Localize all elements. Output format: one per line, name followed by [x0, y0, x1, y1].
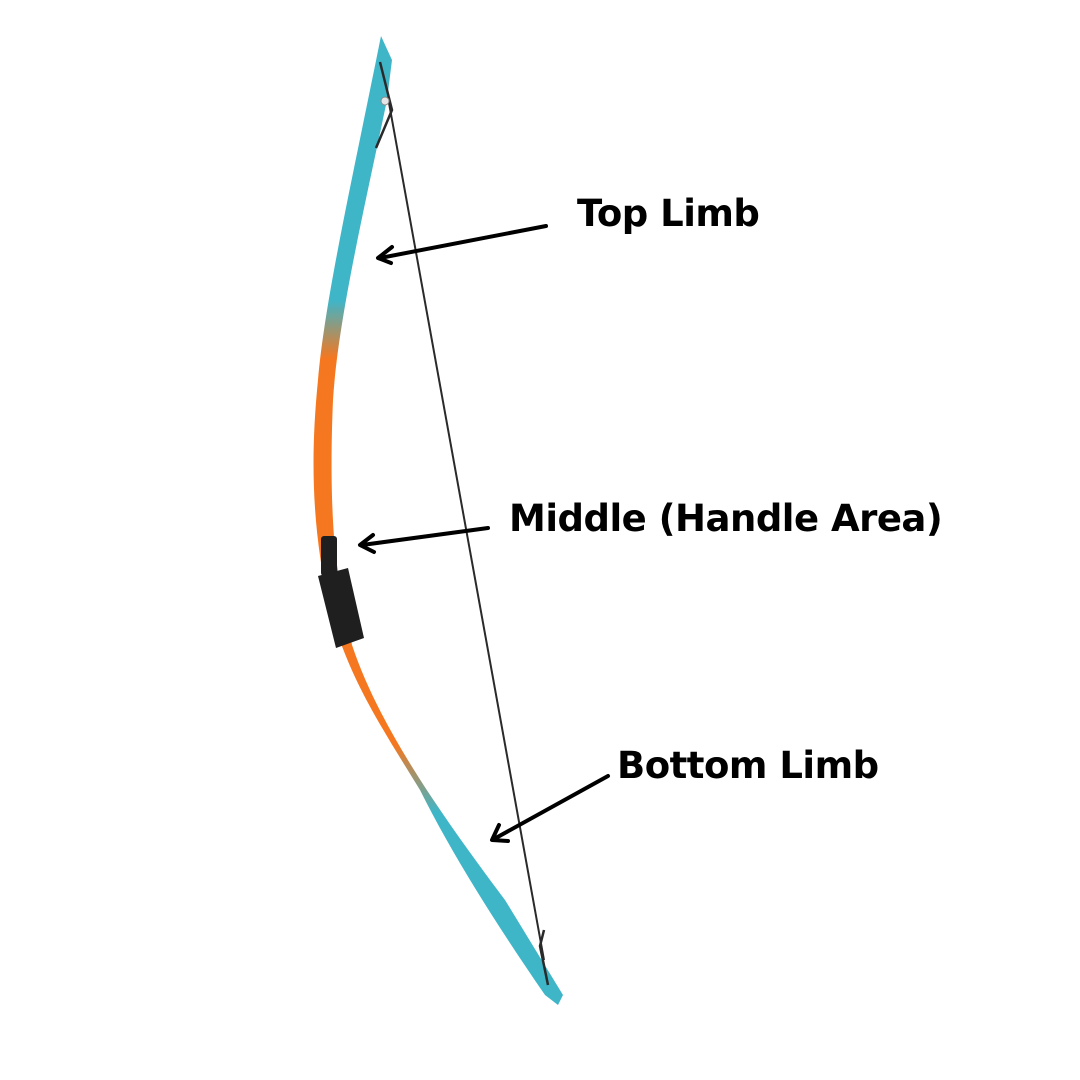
handle-grip — [318, 568, 364, 648]
label-middle-handle: Middle (Handle Area) — [509, 497, 943, 540]
grip-upper-wrap — [321, 536, 337, 576]
label-top-limb: Top Limb — [577, 192, 760, 235]
bottom-nock — [538, 929, 550, 986]
bow-limb — [313, 36, 563, 1005]
arrow-to-bottom-limb — [490, 774, 610, 843]
arrow-to-top-limb — [376, 224, 548, 265]
arrow-to-middle — [358, 526, 490, 554]
bow-string — [386, 91, 545, 961]
label-bottom-limb: Bottom Limb — [617, 744, 879, 787]
top-string-knot — [380, 96, 390, 106]
top-nock — [374, 61, 394, 149]
